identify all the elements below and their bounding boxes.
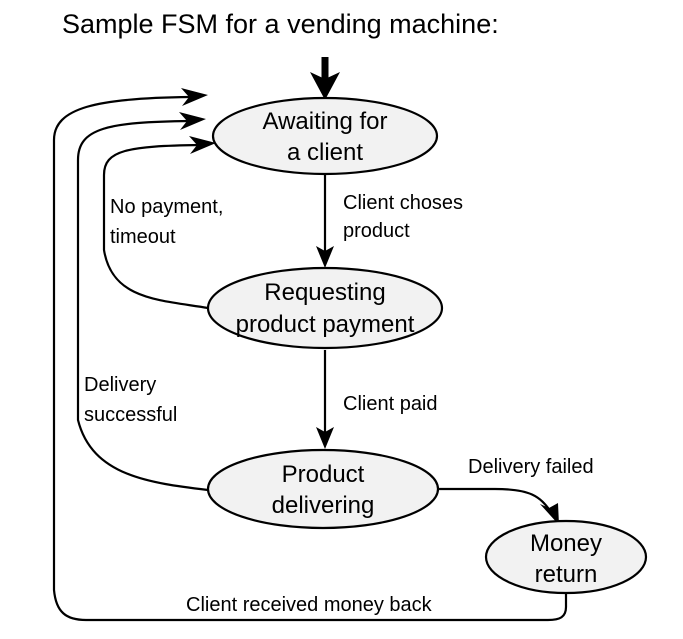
transition-start: [310, 57, 340, 100]
transition-no-payment-timeout-line: [102, 143, 209, 310]
state-product-delivering-label-line1: Product: [282, 461, 365, 488]
transition-no-payment-timeout-label-line2: timeout: [110, 226, 176, 248]
transition-delivery-failed-line: [438, 487, 552, 513]
transition-delivery-successful-label-line2: successful: [84, 404, 177, 426]
transition-delivery-successful-line: [76, 119, 209, 492]
transition-client-received-money-back: Client received money back: [52, 88, 568, 622]
state-product-delivering[interactable]: Product delivering: [206, 448, 440, 530]
state-product-delivering-label-line2: delivering: [272, 492, 375, 519]
transition-client-choses-arrowhead: [316, 246, 334, 268]
transition-client-paid-label: Client paid: [343, 393, 438, 415]
state-awaiting-for-a-client[interactable]: Awaiting for a client: [211, 96, 439, 176]
transition-client-paid-arrowhead: [316, 427, 334, 449]
transition-delivery-successful: Delivery successful: [76, 112, 209, 492]
state-money-return[interactable]: Money return: [484, 519, 648, 595]
transition-client-received-money-back-arrowhead: [181, 88, 208, 106]
transition-client-paid: Client paid: [316, 350, 438, 449]
state-money-return-label-line1: Money: [530, 530, 602, 557]
state-requesting-product-payment-label-line2: product payment: [236, 311, 415, 338]
state-awaiting-for-a-client-label-line2: a client: [287, 139, 363, 166]
page-title: Sample FSM for a vending machine:: [62, 9, 499, 39]
state-requesting-product-payment[interactable]: Requesting product payment: [206, 266, 444, 350]
transition-delivery-successful-arrowhead: [179, 112, 206, 130]
transition-delivery-successful-label-line1: Delivery: [84, 374, 156, 396]
transition-client-choses-label-line2: product: [343, 220, 410, 242]
state-awaiting-for-a-client-label-line1: Awaiting for: [263, 108, 388, 135]
state-money-return-label-line2: return: [535, 561, 598, 588]
transition-delivery-failed-label: Delivery failed: [468, 456, 594, 478]
state-money-return-ellipse[interactable]: [484, 519, 648, 595]
state-product-delivering-ellipse[interactable]: [206, 448, 440, 530]
transition-delivery-failed-arrowhead: [540, 503, 559, 525]
transition-client-choses-label-line1: Client choses: [343, 192, 463, 214]
state-requesting-product-payment-label-line1: Requesting: [264, 279, 385, 306]
transition-delivery-failed: Delivery failed: [438, 456, 594, 525]
transition-no-payment-timeout-arrowhead: [189, 136, 216, 154]
transition-client-choses: Client choses product: [316, 174, 463, 268]
start-arrowhead: [310, 72, 340, 100]
transition-no-payment-timeout-label-line1: No payment,: [110, 196, 223, 218]
transition-client-received-money-back-line: [52, 95, 568, 622]
state-requesting-product-payment-ellipse[interactable]: [206, 266, 444, 350]
transition-no-payment-timeout: No payment, timeout: [102, 136, 223, 310]
transition-client-received-money-back-label: Client received money back: [186, 594, 433, 616]
state-awaiting-for-a-client-ellipse[interactable]: [211, 96, 439, 176]
